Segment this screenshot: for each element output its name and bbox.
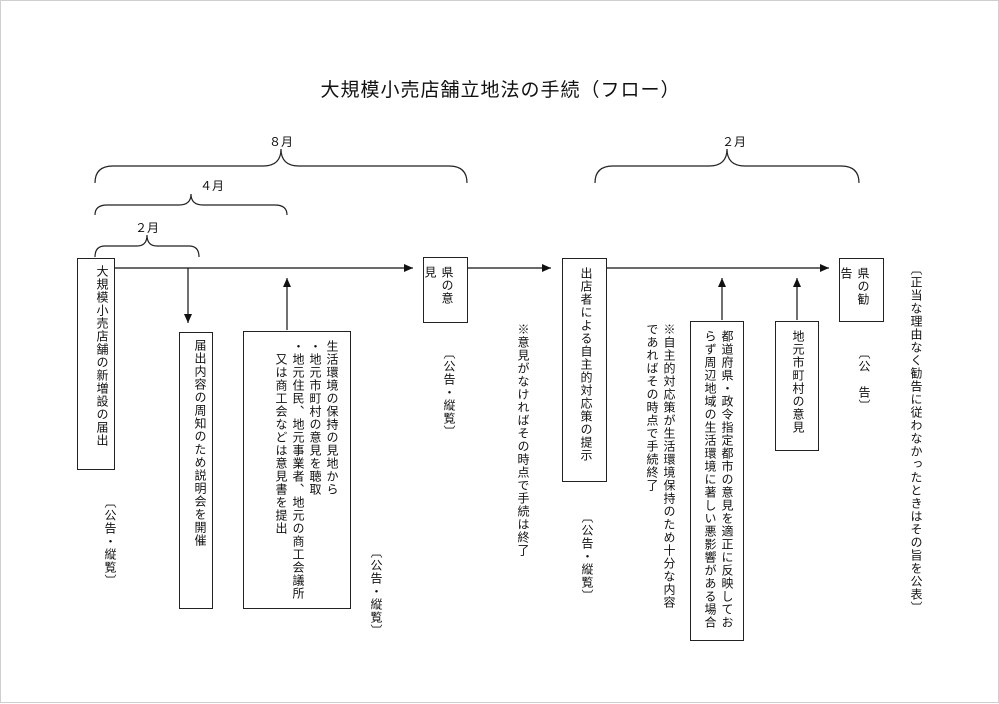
label-publication-2: 〔公告・縦覧〕	[369, 546, 383, 637]
box-voluntary: 出店者による自主的対応策の提示	[562, 258, 607, 482]
label-publication-3: 〔公告・縦覧〕	[442, 347, 456, 438]
box-notification: 大規模小売店舗の新増設の届出	[77, 258, 115, 470]
page-title: 大規模小売店舗立地法の手続（フロー）	[320, 79, 681, 101]
brace-4-months	[94, 193, 288, 216]
note-final-publication: 〔正当な理由なく勧告に従わなかったときはその旨を公表〕	[909, 263, 923, 614]
brace-2-months-left	[94, 234, 200, 258]
box-pref-opinion: 県の意見	[423, 257, 468, 323]
duration-2-months-left: ２月	[134, 221, 160, 235]
note-voluntary-sufficient: ※自主的対応策が生活環境保持のため十分な内容 であればその時点で手続終了	[645, 323, 676, 609]
duration-4-months: ４月	[199, 179, 225, 193]
label-publication-5: 〔公 告〕	[857, 347, 871, 412]
box-municipal-opinion: 地元市町村の意見	[775, 321, 819, 451]
brace-8-months	[94, 148, 468, 184]
label-publication-4: 〔公告・縦覧〕	[580, 511, 594, 602]
label-publication-1: 〔公告・縦覧〕	[103, 496, 117, 587]
brace-2-months-right	[594, 148, 860, 184]
box-city-opinion: 都道府県・政令指定都市の意見を適正に反映しておらず周辺地域の生活環境に著しい悪影…	[690, 321, 744, 641]
box-opinions: 生活環境の保持の見地から ・地元市町村の意見を聴取 ・地元住民、地元事業者、地元…	[243, 331, 351, 609]
note-no-opinion: ※意見がなければその時点で手続は終了	[516, 323, 530, 557]
duration-2-months-right: ２月	[721, 135, 747, 149]
box-briefing: 届出内容の周知のため説明会を開催	[179, 332, 213, 609]
duration-8-months: ８月	[268, 135, 294, 149]
box-pref-recommend: 県の勧告	[839, 258, 884, 322]
